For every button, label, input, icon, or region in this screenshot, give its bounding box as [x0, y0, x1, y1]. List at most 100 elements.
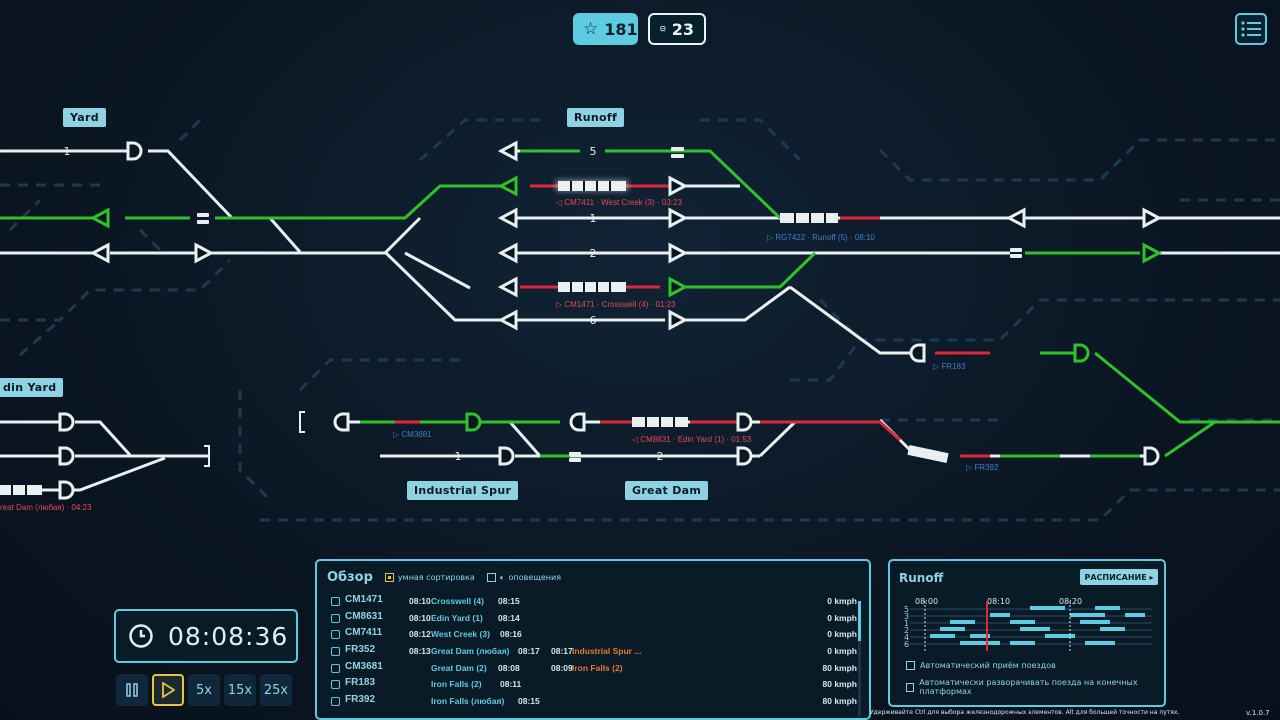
platform-number: 2: [590, 247, 597, 260]
play-button[interactable]: [152, 674, 184, 706]
train-id: CM3681: [345, 660, 383, 672]
train-speed: 0 kmph: [827, 612, 857, 623]
overview-title: Обзор: [327, 570, 373, 585]
checkbox-unchecked[interactable]: [906, 661, 915, 670]
train-speed: 0 kmph: [827, 596, 857, 606]
speed-15x-button[interactable]: 15x: [224, 674, 256, 706]
departure-time: 08:15: [518, 696, 540, 707]
arrival-time: 08:10: [409, 612, 431, 623]
departure-time: 08:15: [498, 596, 520, 606]
departure-time: 08:11: [500, 679, 522, 690]
track-markers: [197, 147, 1022, 462]
checkbox-unchecked[interactable]: [906, 682, 915, 692]
speed-5x-button[interactable]: 5x: [188, 674, 220, 706]
menu-button[interactable]: [1235, 13, 1267, 45]
stars-counter[interactable]: ☆ 181: [573, 13, 638, 45]
platform-number: 6: [590, 314, 597, 327]
platform-number: 1: [64, 145, 71, 158]
train-list-icon: [331, 647, 340, 657]
train-tag-fr183[interactable]: ▷ FR183: [933, 362, 966, 371]
play-icon: [162, 682, 175, 698]
trains-counter[interactable]: 23: [648, 13, 706, 45]
platform-numbers: 5 1 2 6 1 1 2: [64, 145, 664, 463]
departure-time: 08:08: [498, 662, 520, 673]
train-speed: 0 kmph: [827, 646, 857, 657]
stars-value: 181: [604, 19, 638, 39]
departure-time: 08:17: [518, 646, 540, 657]
departure-time: 08:16: [500, 629, 522, 640]
timeline-time: 08:00: [915, 597, 938, 606]
train-icon: [660, 26, 666, 32]
train-tag-cm8631[interactable]: ◁ CM8631 · Edin Yard (1) · 01:53: [632, 435, 752, 444]
trains-value: 23: [671, 19, 694, 39]
pause-button[interactable]: [116, 674, 148, 706]
yard-label-edin-yard[interactable]: din Yard: [0, 378, 64, 397]
platform-number: 2: [657, 450, 664, 463]
destination: West Creek (3): [431, 629, 490, 640]
train-tag-cm3681[interactable]: ▷ CM3681: [393, 430, 432, 439]
smart-sort-toggle[interactable]: умная сортировка: [384, 573, 475, 582]
yard-label-industrial-spur[interactable]: Industrial Spur: [407, 481, 519, 500]
train-speed: 80 kmph: [822, 696, 858, 707]
smart-sort-label: умная сортировка: [397, 573, 475, 582]
train-tag-cm7411[interactable]: ◁ CM7411 · West Creek (3) · 03:23: [556, 198, 682, 207]
next-destination: Industrial Spur ...: [572, 646, 642, 657]
train-tag-great-dam[interactable]: reat Dam (любая) · 04:23: [0, 503, 92, 512]
yard-label-great-dam[interactable]: Great Dam: [625, 481, 709, 500]
auto-reverse-toggle[interactable]: Автоматически разворачивать поезда на ко…: [906, 678, 1164, 696]
signals[interactable]: [58, 140, 1163, 500]
timeline-platform: 2: [904, 626, 909, 635]
train-rg7422: [780, 213, 838, 223]
timeline-platform: 5: [904, 605, 909, 614]
checkbox-checked[interactable]: [384, 573, 394, 582]
speed-controls: 5x 15x 25x: [116, 674, 292, 706]
train-fr392: [907, 444, 949, 464]
auto-accept-toggle[interactable]: Автоматический приём поездов: [906, 661, 1056, 670]
train-id: CM1471: [345, 594, 383, 605]
notifications-label: оповещения: [508, 573, 562, 582]
scroll-thumb[interactable]: [858, 601, 861, 641]
platform-number: 5: [590, 145, 597, 158]
destination: Crosswell (4): [431, 596, 484, 606]
train-list-icon: [331, 597, 340, 606]
destination: Iron Falls (любая): [431, 696, 505, 707]
train-edin: [0, 485, 42, 495]
timeline-time: 08:20: [1059, 597, 1082, 606]
overview-scrollbar[interactable]: [858, 601, 861, 716]
arrival-time: 08:12: [409, 629, 431, 640]
overview-panel: Обзор умная сортировка 🔈︎оповещения CM14…: [315, 559, 871, 720]
clock-icon: [129, 624, 153, 648]
train-tag-fr392[interactable]: ▷ FR392: [966, 463, 999, 472]
timeline-platform: 4: [904, 633, 909, 642]
notifications-toggle[interactable]: 🔈︎оповещения: [486, 572, 562, 583]
arrival-time: 08:10: [409, 596, 431, 606]
destination: Edin Yard (1): [431, 612, 483, 623]
yard-label-runoff[interactable]: Runoff: [567, 108, 625, 127]
speaker-icon: 🔈︎: [499, 572, 505, 582]
schedule-button[interactable]: РАСПИСАНИЕ ▸: [1080, 569, 1158, 585]
background-tracks: [0, 118, 1280, 522]
train-cm8631: [632, 417, 688, 427]
checkbox-unchecked[interactable]: [486, 573, 496, 582]
train-tag-rg7422[interactable]: ▷ RG7422 · Runoff (5) · 08:10: [767, 233, 875, 242]
platform-number: 1: [455, 450, 462, 463]
timeline-platform: 3: [904, 612, 909, 621]
train-id: FR352: [345, 644, 376, 656]
speed-25x-button[interactable]: 25x: [260, 674, 292, 706]
train-list-icon: [331, 630, 340, 640]
yard-label-yard[interactable]: Yard: [63, 108, 106, 127]
train-cm7411: [556, 180, 628, 191]
trains[interactable]: [0, 180, 949, 495]
train-tag-cm1471[interactable]: ▷ CM1471 · Crosswell (4) · 01:23: [556, 300, 676, 309]
